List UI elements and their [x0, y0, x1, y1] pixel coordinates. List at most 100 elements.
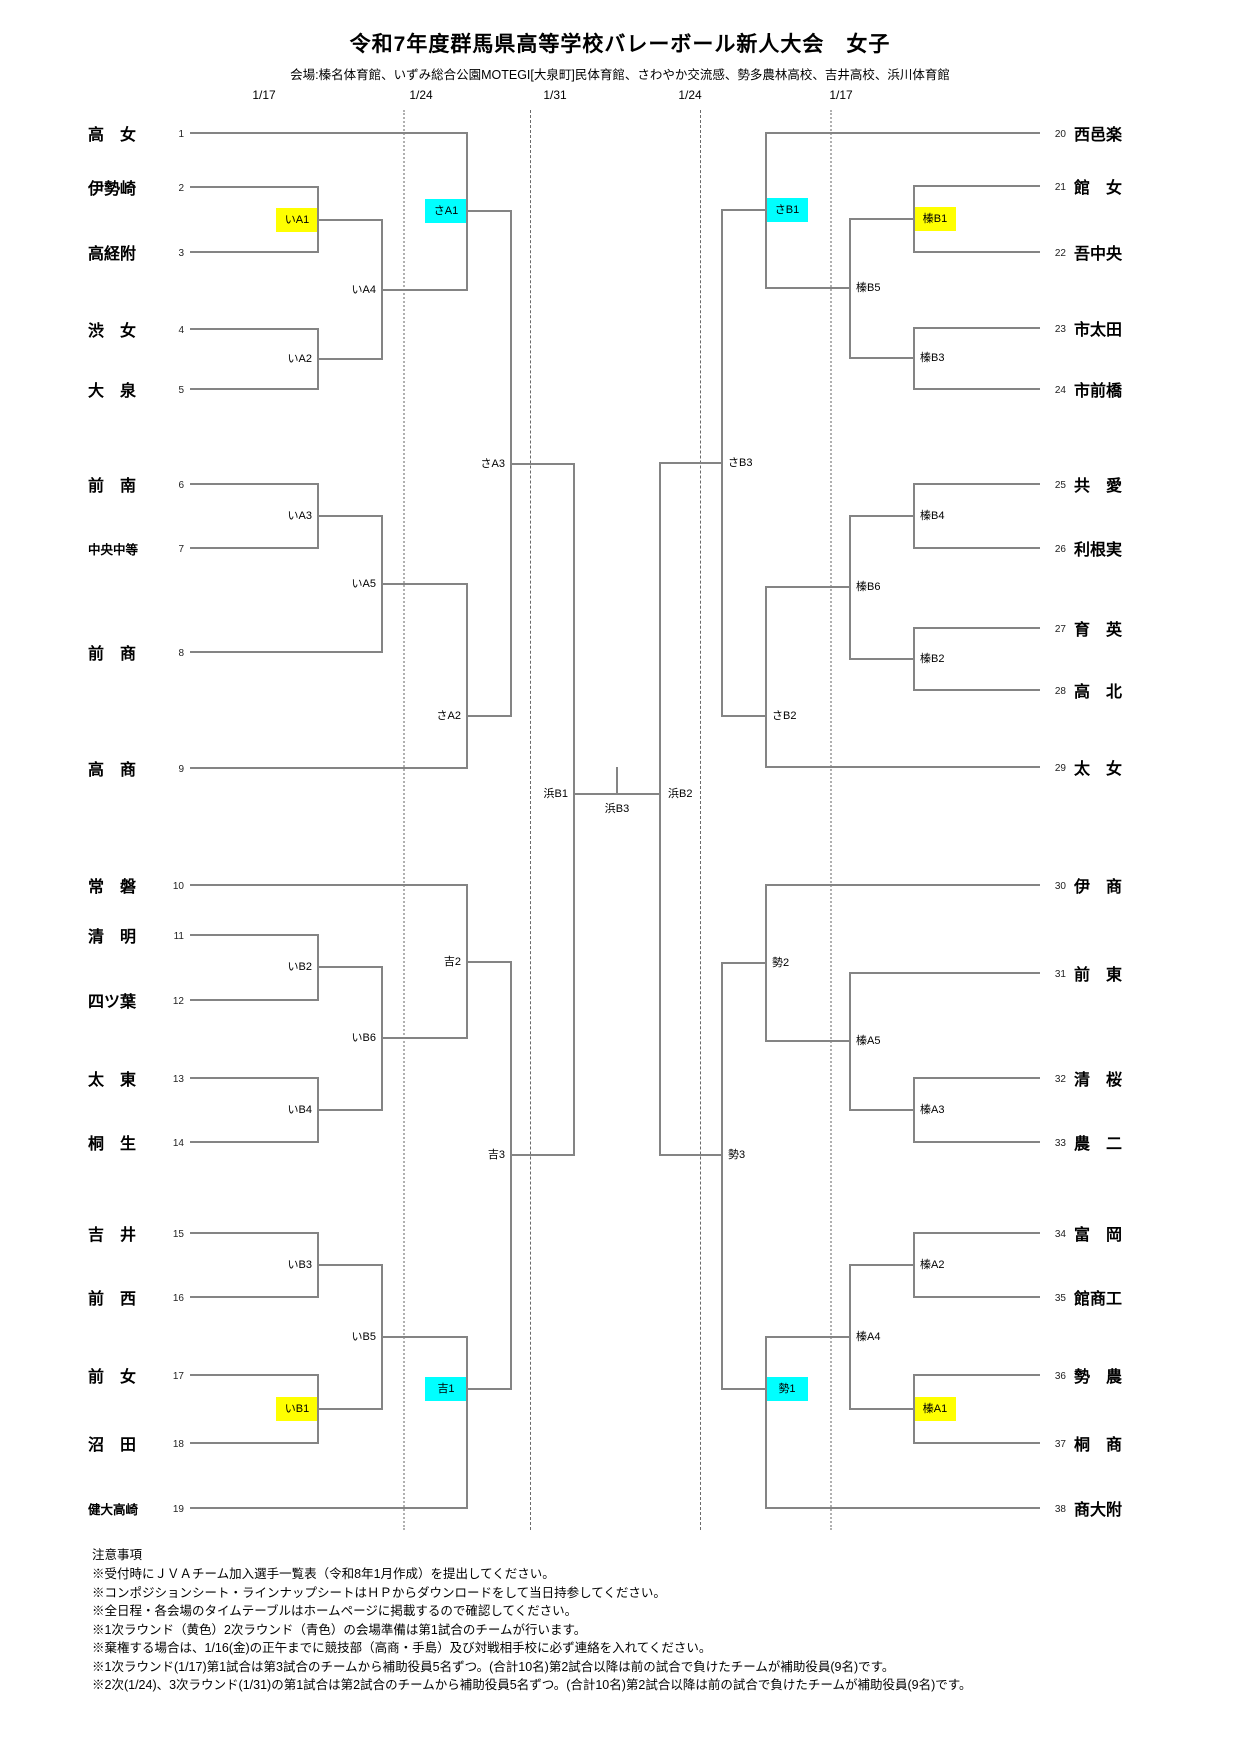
team-name: 桐 商 — [1074, 1437, 1123, 1454]
team-seed: 13 — [172, 1073, 184, 1085]
bracket-line — [318, 1408, 382, 1410]
bracket-line — [766, 884, 1040, 886]
match-label-ib3: いB3 — [287, 1259, 312, 1271]
team-seed: 6 — [178, 479, 184, 491]
team-seed: 25 — [1054, 479, 1066, 491]
bracket-line — [467, 210, 511, 212]
match-label-ia1: いA1 — [276, 208, 318, 232]
team-seed: 21 — [1054, 181, 1066, 193]
bracket-line — [849, 515, 851, 660]
bracket-line — [850, 972, 1040, 974]
team-name: 清 桜 — [1074, 1072, 1123, 1089]
note-item: ※コンポジションシート・ラインナップシートはＨＰからダウンロードをして当日持参し… — [92, 1585, 666, 1600]
team-left-13: 太 東 13 — [88, 1068, 186, 1089]
match-label-hama-b2: 浜B2 — [668, 788, 693, 800]
team-seed: 32 — [1054, 1073, 1066, 1085]
team-name: 高経附 — [88, 246, 137, 263]
match-label-haru-b1: 榛B1 — [914, 207, 956, 231]
match-label-haru-b4: 榛B4 — [920, 510, 945, 522]
team-seed: 4 — [178, 324, 184, 336]
team-seed: 15 — [172, 1228, 184, 1240]
bracket-line — [914, 1077, 1040, 1079]
bracket-line — [914, 388, 1040, 390]
match-label-se1: 勢1 — [766, 1377, 808, 1401]
team-right-32: 32 清 桜 — [1044, 1068, 1194, 1089]
bracket-line — [722, 715, 766, 717]
team-name: 太 東 — [88, 1072, 137, 1089]
team-name: 利根実 — [1074, 542, 1123, 559]
bracket-line — [913, 185, 915, 253]
bracket-line — [190, 651, 382, 653]
match-label-yoshi2: 吉2 — [443, 956, 461, 968]
team-seed: 26 — [1054, 543, 1066, 555]
bracket-line — [722, 209, 766, 211]
match-label-haru-b6: 榛B6 — [856, 581, 881, 593]
match-label-se2: 勢2 — [772, 957, 790, 969]
team-name: 高 北 — [1074, 684, 1123, 701]
team-seed: 1 — [178, 128, 184, 140]
bracket-line — [913, 1374, 915, 1444]
bracket-line — [467, 1388, 511, 1390]
bracket-line — [190, 1507, 467, 1509]
bracket-line — [766, 132, 1040, 134]
team-name: 常 磐 — [88, 879, 137, 896]
team-seed: 30 — [1054, 880, 1066, 892]
bracket-line — [510, 961, 512, 1390]
team-name: 健大高崎 — [88, 1502, 139, 1517]
team-name: 前 西 — [88, 1291, 137, 1308]
match-label-ib6: いB6 — [351, 1032, 376, 1044]
bracket-line — [318, 515, 382, 517]
bracket-line — [914, 327, 1040, 329]
bracket-line — [914, 627, 1040, 629]
bracket-line — [190, 884, 467, 886]
team-name: 吉 井 — [88, 1227, 137, 1244]
match-label-sa2: さA2 — [436, 710, 461, 722]
team-left-10: 常 磐 10 — [88, 875, 186, 896]
note-item: ※棄権する場合は、1/16(金)の正午までに競技部（高商・手島）及び対戦相手校に… — [92, 1641, 712, 1655]
match-label-haru-b3: 榛B3 — [920, 352, 945, 364]
team-name: 四ツ葉 — [88, 994, 137, 1011]
team-name: 農 二 — [1074, 1136, 1123, 1153]
team-seed: 10 — [172, 880, 184, 892]
bracket-line — [190, 547, 318, 549]
bracket-line — [765, 132, 767, 289]
team-name: 富 岡 — [1074, 1227, 1123, 1244]
match-label-hama-b1: 浜B1 — [543, 788, 568, 800]
match-label-sa-b1: さB1 — [766, 198, 808, 222]
bracket-line — [511, 1154, 574, 1156]
team-seed: 7 — [178, 543, 184, 555]
team-name: 桐 生 — [88, 1136, 137, 1153]
team-seed: 5 — [178, 384, 184, 396]
note-item: ※全日程・各会場のタイムテーブルはホームページに掲載するので確認してください。 — [92, 1604, 578, 1618]
bracket-line — [382, 289, 467, 291]
bracket-line — [721, 209, 723, 717]
bracket-line — [190, 388, 318, 390]
match-label-ia4: いA4 — [351, 284, 376, 296]
note-item: ※2次(1/24)、3次ラウンド(1/31)の第1試合は第2試合のチームから補助… — [92, 1678, 972, 1692]
bracket-line — [765, 884, 767, 1042]
team-seed: 2 — [178, 182, 184, 194]
round-separator — [403, 110, 405, 1530]
bracket-line — [914, 483, 1040, 485]
match-label-sa3: さA3 — [480, 458, 505, 470]
note-item: ※1次ラウンド（黄色）2次ラウンド（青色）の会場準備は第1試合のチームが行います… — [92, 1622, 587, 1637]
bracket-line — [913, 627, 915, 691]
match-label-haru-a1: 榛A1 — [914, 1397, 956, 1421]
team-name: 前 商 — [88, 646, 137, 663]
bracket-line — [914, 1232, 1040, 1234]
